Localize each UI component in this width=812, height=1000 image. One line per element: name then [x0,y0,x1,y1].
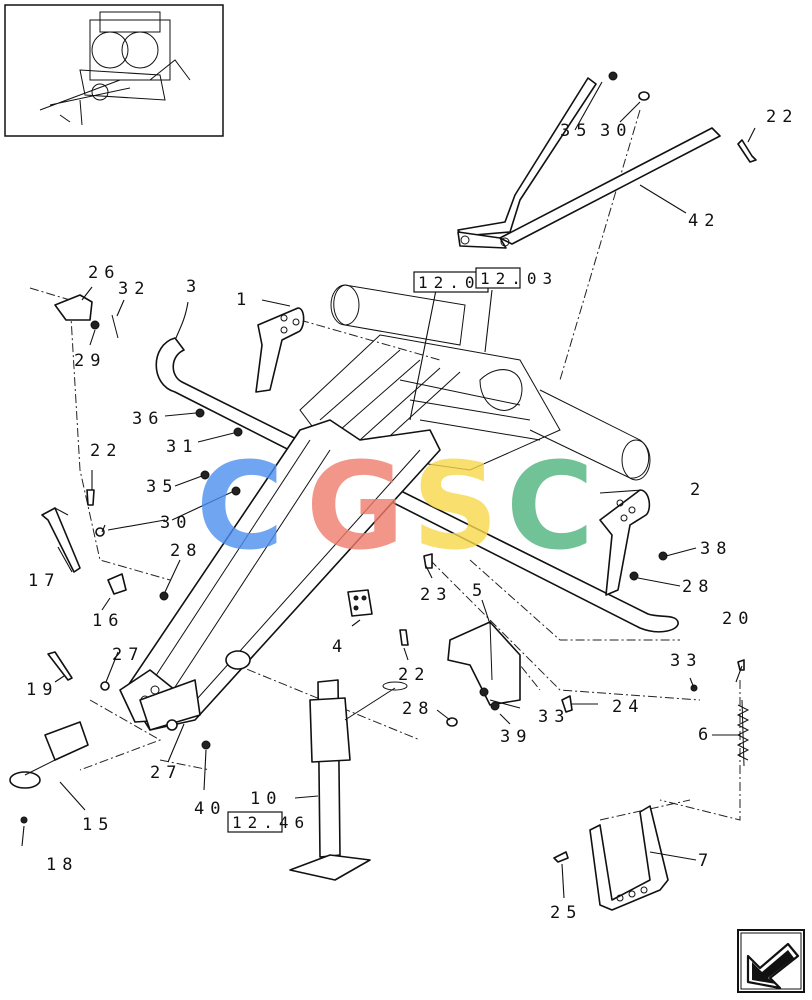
part-15-hitch [9,721,89,789]
callout: 7 [698,851,714,871]
ref-box-12-46[interactable]: 12.46 [227,811,310,833]
callout: 28 [682,577,714,597]
callout: 1 [236,290,252,310]
callout: 27 [150,763,182,783]
callout: 15 [82,815,114,835]
part-17-rod [41,507,81,573]
part-16-bracket [107,573,127,595]
part-42-upper-frame [457,77,721,249]
hardware [20,71,757,863]
thumbnail-frame [4,4,224,137]
watermark: C G S C [196,438,594,577]
callout: 36 [132,409,164,429]
svg-text:12.03: 12.03 [480,269,558,288]
next-page-arrow-icon[interactable] [737,929,805,993]
watermark-letter: S [412,438,498,577]
callout: 39 [500,727,532,747]
watermark-letter: G [306,438,405,577]
part-6-spring [736,699,750,767]
callout: 18 [46,855,78,875]
callout: 29 [74,351,106,371]
callout: 22 [398,665,430,685]
callout: 16 [92,611,124,631]
tongue-drawbar [119,419,441,731]
callout: 20 [722,609,754,629]
callout-labels: 1 2 3 4 5 6 7 10 15 16 17 18 19 20 22 22… [26,107,798,923]
part-2-bracket [599,489,651,596]
part-5-shield [447,621,521,706]
part-4-block [347,589,373,617]
part-1-bracket [255,307,305,393]
part-7-step [589,805,669,911]
callout: 25 [550,903,582,923]
callout: 23 [420,585,452,605]
callout: 40 [194,799,226,819]
watermark-letter: C [196,438,284,577]
callout: 2 [690,480,706,500]
callout: 3 [186,277,202,297]
callout: 30 [160,513,192,533]
callout: 28 [402,699,434,719]
callout: 27 [112,645,144,665]
callout: 33 [670,651,702,671]
ref-box-12-03[interactable]: 12.03 [475,267,558,289]
callout: 19 [26,680,58,700]
callout: 22 [766,107,798,127]
callout: 32 [118,279,150,299]
callout: 35 [560,121,592,141]
callout: 31 [166,437,198,457]
svg-text:12.46: 12.46 [232,813,310,832]
callout: 35 [146,477,178,497]
part-3-tube [155,337,679,633]
callout: 22 [90,441,122,461]
callout: 26 [88,263,120,283]
ref-box-12-01[interactable]: 12.01 [413,271,496,293]
callout: 17 [28,571,60,591]
callout: 38 [700,539,732,559]
center-lines [29,109,741,821]
leader-lines [21,81,756,899]
callout: 6 [698,725,714,745]
watermark-letter: C [506,438,594,577]
callout: 24 [612,697,644,717]
svg-text:12.01: 12.01 [418,273,496,292]
part-26-clip [54,294,93,321]
callout: 4 [332,637,348,657]
callout: 33 [538,707,570,727]
callout: 5 [472,581,488,601]
callout: 28 [170,541,202,561]
baler-thumbnail-icon [39,11,191,126]
callout: 42 [688,211,720,231]
part-10-jack [289,679,408,881]
callout: 10 [250,789,282,809]
callout: 30 [600,121,632,141]
